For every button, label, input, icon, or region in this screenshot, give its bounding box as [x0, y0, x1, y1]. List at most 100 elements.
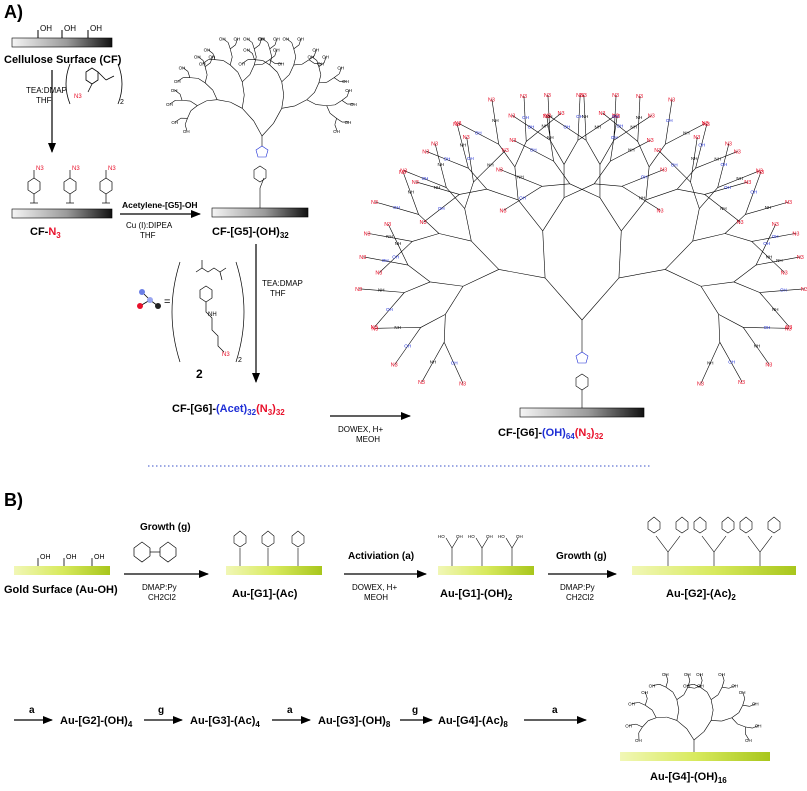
atom-label: OH [780, 288, 787, 293]
bond-line [665, 121, 668, 144]
product-label: Au-[G1]-(Ac) [232, 588, 298, 600]
bond-line [319, 75, 321, 83]
atom-label: OH [750, 189, 757, 194]
bond-line [307, 100, 316, 105]
atom-label: N3 [502, 148, 509, 154]
bond-line [205, 83, 213, 90]
bond-line [295, 100, 307, 106]
bond-line [739, 705, 743, 713]
bond-line [499, 269, 545, 277]
bond-line [543, 198, 564, 231]
bond-line [242, 75, 250, 82]
bond-line [594, 161, 610, 184]
atom-label: N3 [544, 93, 551, 99]
atom-label: OH [382, 258, 389, 263]
bond-line [677, 710, 679, 720]
cf-g6-oh-label: CF-[G6]-(OH)64(N3)32 [498, 427, 604, 441]
atom-label: OH [345, 88, 352, 93]
atom-label: OH [635, 738, 642, 743]
atom-label: N3 [765, 363, 772, 369]
atom-label: OH [641, 690, 648, 695]
bond-line [515, 141, 526, 166]
atom-label: OH [171, 120, 178, 125]
atom-label: OH [312, 47, 319, 52]
atom-label: N3 [544, 113, 551, 119]
atom-label: OH [199, 61, 206, 66]
triazole-ring [576, 352, 588, 363]
bond-line [542, 184, 570, 186]
step1-condition: TEA:DMAP [26, 86, 67, 95]
atom-label: OH [297, 37, 304, 42]
gold-surface-label: Gold Surface (Au-OH) [4, 584, 118, 596]
bond-line [446, 538, 452, 548]
step2-reagent: Acetylene-[G5]-OH [122, 200, 198, 210]
atom-label: N3 [500, 208, 507, 214]
atom-label: N3 [801, 287, 807, 293]
bond-line [691, 182, 700, 208]
atom-label: OH [739, 690, 746, 695]
growth-condition: DMAP:Py [560, 583, 595, 592]
bond-line [188, 71, 190, 77]
atom-label: N3 [797, 255, 804, 261]
atom-label: N3 [580, 93, 587, 99]
bond-line [665, 269, 701, 286]
oh-label: OH [94, 554, 105, 561]
atom-label: OH [282, 37, 289, 42]
ketal-ring [768, 517, 780, 533]
bond-line [430, 282, 463, 286]
step1-condition: THF [36, 96, 52, 105]
atom-label: NH [408, 189, 415, 194]
atom-label: OH [179, 65, 186, 70]
bond-line [242, 95, 244, 108]
atom-label: N3 [400, 169, 407, 175]
bond-line [319, 67, 321, 75]
atom-label: NH [547, 135, 554, 140]
bond-line [702, 536, 714, 552]
bond-line [585, 117, 586, 140]
atom-label: HO [468, 534, 475, 539]
bond-line [545, 278, 582, 320]
atom-label: NH [707, 360, 714, 365]
bond-line [205, 67, 207, 75]
atom-label: OH [219, 37, 226, 42]
step3-condition: TEA:DMAP [262, 279, 303, 288]
growth-condition: DMAP:Py [142, 583, 177, 592]
bond-line [687, 729, 694, 740]
bond-line [292, 43, 294, 49]
atom-label: NH [487, 163, 494, 168]
atom-label: N3 [488, 97, 495, 103]
atom-label: N3 [459, 382, 466, 388]
azide-label: N3 [222, 352, 230, 358]
bond-line [642, 721, 648, 727]
bond-line [242, 82, 244, 95]
gold-surface-bar [226, 566, 322, 575]
bond-line [746, 727, 753, 728]
activation-condition: MEOH [364, 593, 388, 602]
bond-line [205, 75, 207, 83]
atom-label: NH [736, 176, 743, 181]
bond-line [250, 65, 254, 75]
bond-line [668, 536, 680, 552]
bond-line [586, 140, 600, 164]
triazole-ring [256, 146, 268, 157]
atom-label: N3 [792, 231, 799, 237]
bond-line [578, 117, 579, 140]
bond-line [518, 200, 543, 231]
bond-line [213, 90, 217, 100]
bond-line [701, 286, 719, 314]
bond-line [439, 233, 471, 241]
growth-label: Growth (g) [556, 551, 607, 562]
atom-label: N3 [668, 97, 675, 103]
ketal-ring [740, 517, 752, 533]
steel-surface-bar [12, 38, 112, 47]
bond-line [732, 713, 739, 718]
bond-line [665, 241, 693, 269]
bond-line [582, 278, 619, 320]
bond-line [701, 282, 734, 286]
bond-line [707, 692, 711, 700]
bond-line [327, 78, 334, 83]
bond-line [215, 60, 223, 61]
atom-label: N3 [725, 142, 732, 148]
